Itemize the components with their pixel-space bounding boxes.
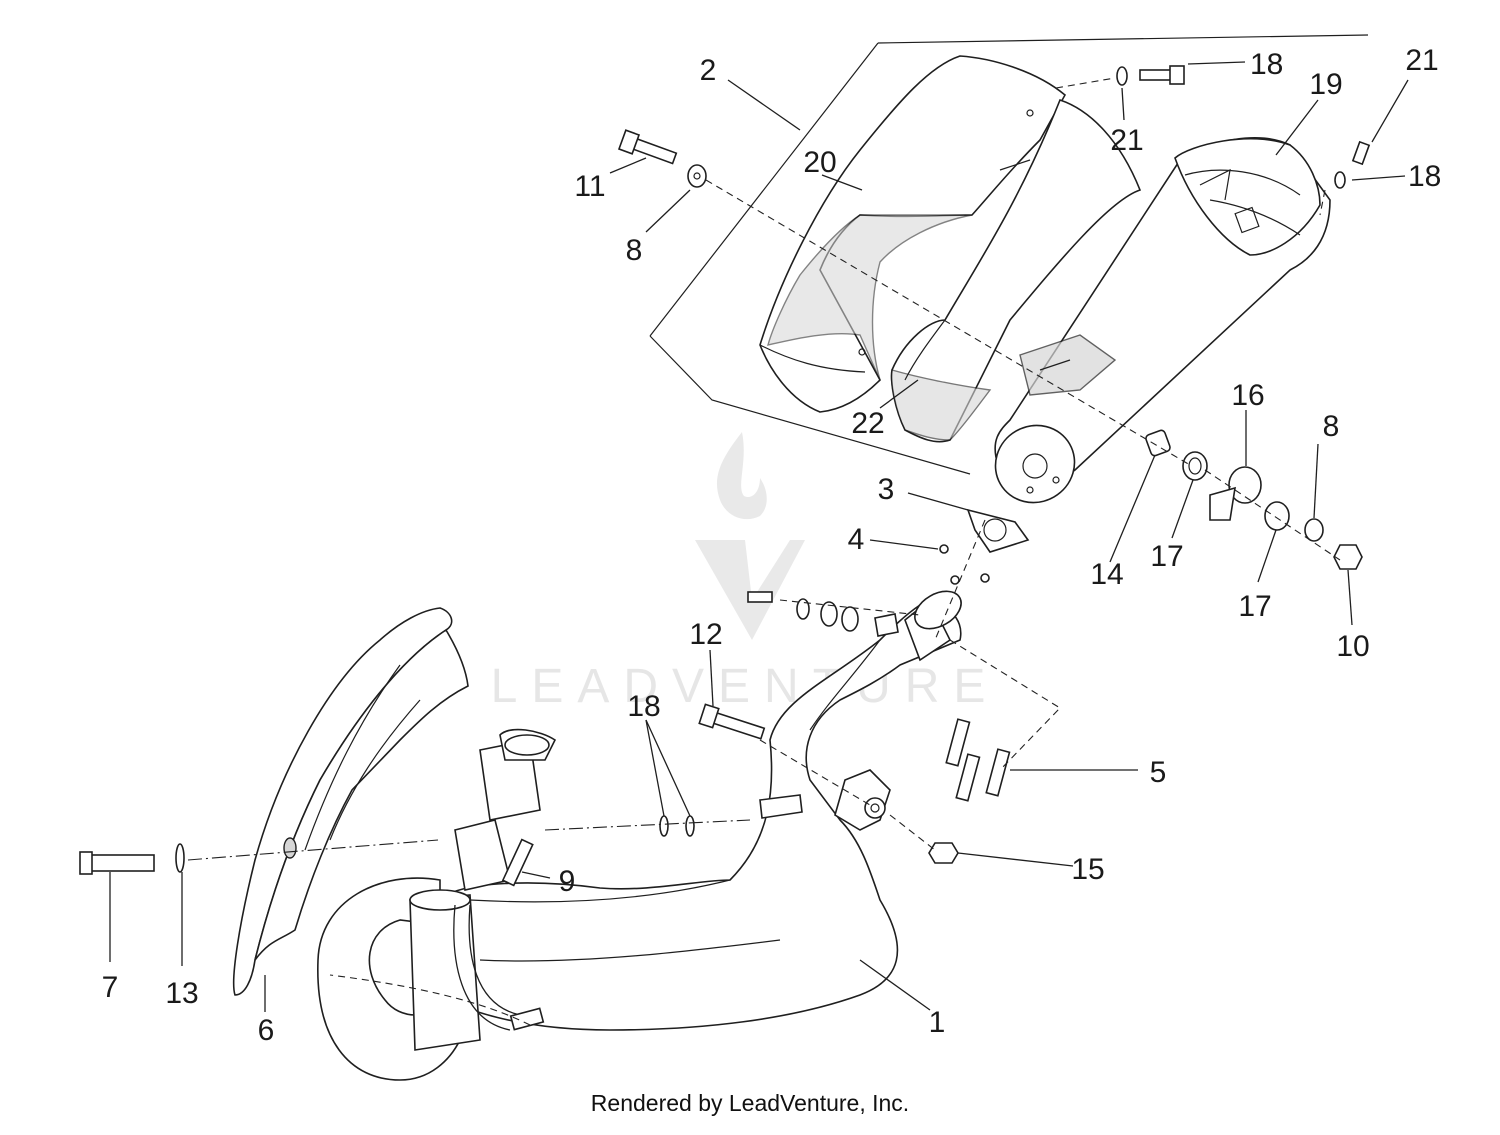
heat-shield-20 — [759, 55, 1067, 413]
footer-credit: Rendered by LeadVenture, Inc. — [590, 1090, 910, 1116]
callout-20: 20 — [803, 146, 836, 179]
callout-21-right: 21 — [1405, 44, 1438, 77]
callout-4: 4 — [848, 523, 865, 556]
callout-17-right: 17 — [1238, 590, 1271, 623]
flange-washers — [747, 591, 859, 632]
callout-5: 5 — [1150, 756, 1167, 789]
exhaust-pipe-1 — [317, 590, 962, 1081]
callout-21-mid: 21 — [1110, 124, 1143, 157]
callout-2: 2 — [700, 54, 717, 87]
bolts-5 — [945, 718, 1011, 802]
callout-9: 9 — [559, 865, 576, 898]
callout-19: 19 — [1309, 68, 1342, 101]
rings-18-lower — [659, 815, 695, 837]
group-2-outline — [649, 34, 1369, 475]
rear-hardware-stack — [1145, 429, 1363, 570]
bolt-9 — [501, 838, 534, 887]
callout-labels: 2 20 18 21 19 21 18 11 8 22 16 8 3 4 14 … — [102, 44, 1442, 1047]
callout-15: 15 — [1071, 853, 1104, 886]
callout-14: 14 — [1090, 558, 1123, 591]
callout-11: 11 — [574, 170, 605, 203]
callout-12: 12 — [689, 618, 722, 651]
callout-8-right: 8 — [1323, 410, 1340, 443]
callout-13: 13 — [165, 977, 198, 1010]
bolt-12 — [698, 703, 766, 740]
gasket-3-nuts-4 — [939, 508, 1030, 585]
callout-7: 7 — [102, 971, 119, 1004]
upper-fasteners — [1116, 65, 1371, 189]
leader-lines — [109, 61, 1409, 1012]
heat-shield-22 — [890, 99, 1142, 443]
callout-17-left: 17 — [1150, 540, 1183, 573]
callout-1: 1 — [929, 1006, 946, 1039]
callout-22: 22 — [851, 407, 884, 440]
callout-18-right: 18 — [1408, 160, 1441, 193]
callout-3: 3 — [878, 473, 895, 506]
callout-6: 6 — [258, 1014, 275, 1047]
callout-18-top: 18 — [1250, 48, 1283, 81]
callout-8-left: 8 — [626, 234, 643, 267]
leadventure-watermark: LEADVENTURE — [491, 432, 1000, 713]
bolt-11-washer-8 — [617, 129, 707, 188]
bolt-7-washer-13 — [79, 843, 185, 875]
nut-15 — [928, 842, 959, 864]
callout-10: 10 — [1336, 630, 1369, 663]
callout-18-lower: 18 — [627, 690, 660, 723]
watermark-text: LEADVENTURE — [491, 660, 1000, 713]
callout-16: 16 — [1231, 379, 1264, 412]
heat-guard-6 — [232, 607, 469, 996]
alignment-lines — [187, 77, 1341, 1026]
